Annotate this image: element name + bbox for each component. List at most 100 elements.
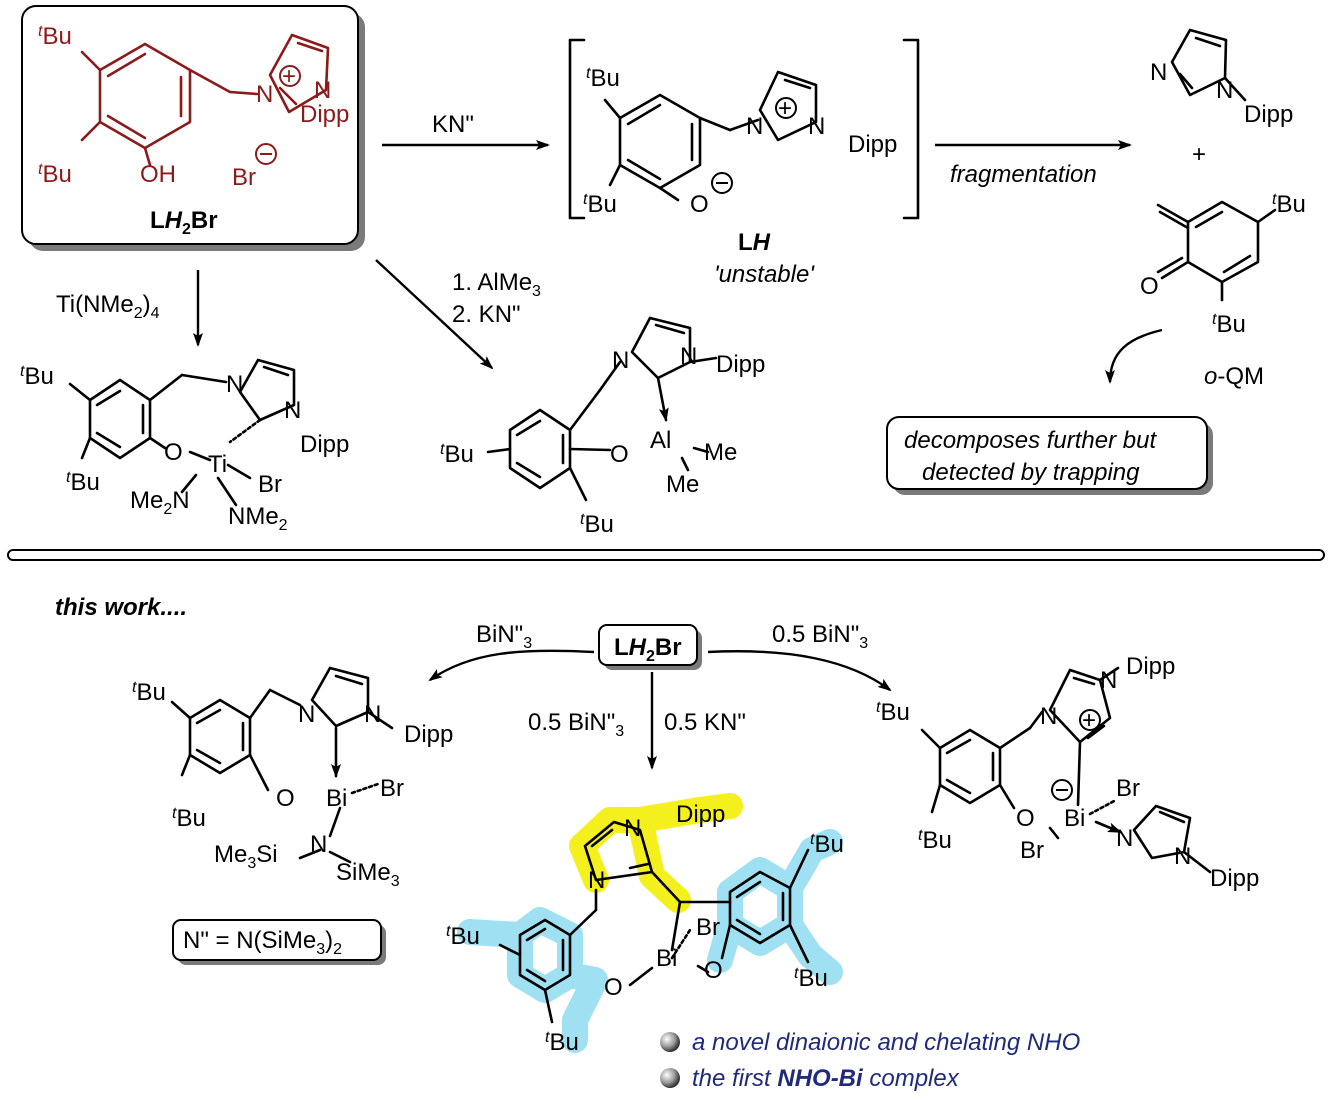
lh-name: LH <box>738 229 771 256</box>
oqm-tbu-top: tBu <box>1272 191 1306 218</box>
bia-bi: Bi <box>326 785 347 812</box>
bia-n2: N <box>364 701 381 728</box>
starting-material-box: + tBu tBu OH N N Dipp Br LH2Br <box>21 5 365 251</box>
ti-tbu-top: tBu <box>20 363 54 390</box>
bia-sime3-left: Me3Si <box>214 841 278 872</box>
n-definition-box: N" = N(SiMe3)2 <box>172 919 386 965</box>
imid-n2: N <box>1216 77 1233 104</box>
biz-n1: N <box>1040 703 1057 730</box>
ti-tbu-bottom: tBu <box>66 469 100 496</box>
biz-tbu-top: tBu <box>876 699 910 726</box>
sm-bromide: Br <box>232 164 256 191</box>
nho-tbu-4: tBu <box>794 965 828 992</box>
plus-sign: + <box>1192 141 1206 168</box>
sm-n1: N <box>256 81 273 108</box>
sm-oh: OH <box>140 161 176 188</box>
al-n1: N <box>612 347 629 374</box>
lh-tbu-bottom: tBu <box>583 191 617 218</box>
biz-tbu-bottom: tBu <box>918 827 952 854</box>
ti-metal: Ti <box>208 451 227 478</box>
nho-tbu-1: tBu <box>446 923 480 950</box>
bullet-2: the first NHO-Bi complex <box>692 1065 960 1092</box>
lh-tbu-top: tBu <box>586 65 620 92</box>
imid-dipp: Dipp <box>1244 101 1293 128</box>
bullet-ball-icon <box>660 1032 680 1052</box>
arrow-al <box>375 259 494 370</box>
biz-bi: Bi <box>1064 805 1085 832</box>
nho-br: Br <box>696 914 720 941</box>
oqm-name: o-QM <box>1204 363 1264 390</box>
intermediate-lh: + tBu tBu O N N Dipp LH 'unstable' <box>568 38 920 288</box>
sm-n2: N <box>314 77 331 104</box>
label-kn: KN" <box>432 111 474 138</box>
biz-o: O <box>1016 805 1035 832</box>
arrow-right-bi <box>707 650 892 692</box>
bi-amide-complex: tBu tBu N N Dipp O Bi Br N Me3Si SiMe3 <box>132 666 453 890</box>
label-right-reagent: 0.5 BiN"3 <box>772 621 868 652</box>
al-dipp: Dipp <box>716 351 765 378</box>
sm-dipp: Dipp <box>300 101 349 128</box>
bia-n1: N <box>298 701 315 728</box>
ti-br: Br <box>258 471 282 498</box>
nho-bi-complex: N N Dipp tBu tBu tBu tBu O O Bi Br <box>446 793 844 1056</box>
bia-n-amide: N <box>310 831 327 858</box>
label-al-step2: 2. KN" <box>452 301 521 328</box>
nho-n1: N <box>624 815 641 842</box>
label-ti-reagent: Ti(NMe2)4 <box>56 291 160 322</box>
al-me1: Me <box>704 439 737 466</box>
al-complex: tBu tBu N N Dipp O Al Me Me <box>440 316 765 538</box>
bia-tbu-bottom: tBu <box>172 805 206 832</box>
decompose-note-box: decomposes further but detected by trapp… <box>886 416 1213 495</box>
bullet-1: a novel dinaionic and chelating NHO <box>692 1029 1080 1056</box>
oqm-tbu-bottom: tBu <box>1212 311 1246 338</box>
section-divider <box>7 549 1325 561</box>
bia-sime3-right: SiMe3 <box>336 859 400 890</box>
label-al-step1: 1. AlMe3 <box>452 269 541 300</box>
ti-complex: tBu tBu N N Dipp O Ti Br Me2N NMe2 <box>20 358 349 534</box>
nho-dipp: Dipp <box>676 801 725 828</box>
biz-im-n2: N <box>1174 843 1191 870</box>
al-o: O <box>610 441 629 468</box>
nho-o2: O <box>704 957 723 984</box>
n-definition-text: N" = N(SiMe3)2 <box>183 927 342 958</box>
label-down-right: 0.5 KN" <box>664 709 746 736</box>
lh-status: 'unstable' <box>714 261 815 288</box>
al-metal: Al <box>650 427 671 454</box>
ti-n1: N <box>226 371 243 398</box>
arrow-decompose <box>1105 328 1163 384</box>
biz-im-dipp: Dipp <box>1210 865 1259 892</box>
imidazole-product: N N Dipp + <box>1150 28 1293 168</box>
imid-n1: N <box>1150 59 1167 86</box>
label-fragmentation: fragmentation <box>950 161 1097 188</box>
bia-dipp: Dipp <box>404 721 453 748</box>
decompose-line-2: detected by trapping <box>922 459 1140 486</box>
center-lh2br-box: LH2Br <box>598 624 702 670</box>
al-me2: Me <box>666 471 699 498</box>
sm-compound-name: LH2Br <box>150 207 218 238</box>
svg-text:+: + <box>778 95 792 122</box>
al-n2: N <box>680 343 697 370</box>
oqm-product: tBu tBu O o-QM <box>1140 191 1306 390</box>
ti-nme2: NMe2 <box>228 503 288 534</box>
label-down-left: 0.5 BiN"3 <box>528 709 624 740</box>
bia-o: O <box>276 785 295 812</box>
nho-tbu-3: tBu <box>810 831 844 858</box>
ti-o: O <box>164 439 183 466</box>
lh-o-minus: O <box>690 191 709 218</box>
lh-dipp: Dipp <box>848 131 897 158</box>
sm-tbu-top: tBu <box>38 23 72 50</box>
ti-me2n: Me2N <box>130 487 190 518</box>
sm-tbu-bottom: tBu <box>38 161 72 188</box>
biz-br2: Br <box>1020 837 1044 864</box>
svg-text:+: + <box>1082 707 1096 734</box>
nho-tbu-2: tBu <box>545 1029 579 1056</box>
decompose-line-1: decomposes further but <box>904 427 1157 454</box>
nho-bi: Bi <box>656 945 677 972</box>
biz-br1: Br <box>1116 775 1140 802</box>
bi-zwitterion-complex: + tBu tBu N N Dipp O Bi Br Br N N Dipp <box>876 653 1259 892</box>
al-tbu-left: tBu <box>440 441 474 468</box>
biz-dipp: Dipp <box>1126 653 1175 680</box>
this-work-label: this work.... <box>55 594 187 621</box>
nho-n2: N <box>588 867 605 894</box>
